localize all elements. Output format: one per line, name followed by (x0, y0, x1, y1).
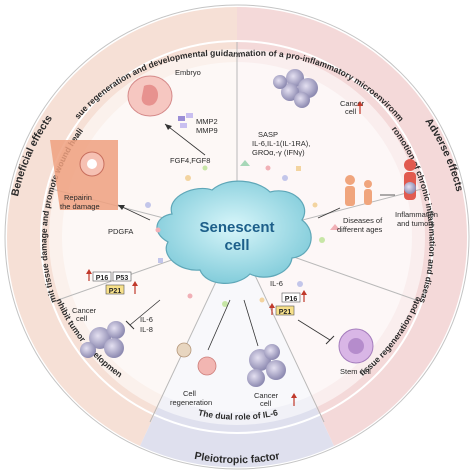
regen-cells (176, 342, 217, 376)
cancer-cell-bottom-2: cell (260, 399, 272, 408)
sasp-line1: IL-6,IL-1(IL-1RA), (252, 139, 310, 148)
sasp-particles (145, 160, 340, 307)
cancer-cell-bottom-1: Cancer (254, 391, 279, 400)
tumor-bottom (247, 344, 286, 387)
sasp-line2: GROα,-γ (IFNγ) (252, 148, 305, 157)
mmp-icon (178, 113, 193, 128)
repair-label-1: Repairin (64, 193, 92, 202)
inflam-label-1: Inflammation (395, 210, 438, 219)
arrow-fgf-embryo (164, 123, 206, 156)
repair-label-2: the damage (60, 202, 100, 211)
cell-regen-label-2: regeneration (170, 398, 212, 407)
mmp9-label: MMP9 (196, 126, 218, 135)
inflam-label-2: and tumors (397, 219, 435, 228)
embryo-figure (127, 75, 173, 117)
p21-right: P21 (279, 309, 292, 316)
diseases-label-2: different ages (337, 225, 383, 234)
arrow-diseases (317, 207, 341, 219)
p16-right: P16 (285, 296, 298, 303)
embryo-label: Embryo (175, 68, 201, 77)
il6-right: IL-6 (270, 279, 283, 288)
p-markers-left (86, 269, 138, 295)
il8-left: IL-8 (140, 325, 153, 334)
dual-il6-label: The dual role of IL-6 (197, 407, 279, 421)
wound-tissue (50, 140, 118, 210)
il6-left: IL-6 (140, 315, 153, 324)
fgf-label: FGF4,FGF8 (170, 156, 210, 165)
stem-cell-icon (338, 328, 374, 364)
cancer-cell-top-label: Cancer (340, 99, 365, 108)
cancer-cell-top-label2: cell (345, 107, 357, 116)
tumor-person (404, 159, 416, 200)
cancer-cell-left-1: Cancer (72, 306, 97, 315)
p16-left: P16 (96, 275, 109, 282)
inhibit-line-left (129, 299, 161, 326)
p-markers-right (269, 290, 307, 316)
tumor-left (80, 321, 125, 358)
tumor-top (273, 69, 318, 108)
cell-regen-label-1: Cell (183, 389, 196, 398)
p21-left: P21 (109, 288, 122, 295)
sasp-label: SASP (258, 130, 278, 139)
arrow-regen (207, 299, 231, 351)
p53-left: P53 (116, 275, 129, 282)
stem-cell-label: Stem cell (340, 367, 371, 376)
inhibit-line-right (297, 319, 331, 341)
pdgfa-label: PDGFA (108, 227, 133, 236)
cancer-cell-left-2: cell (76, 314, 88, 323)
mmp2-label: MMP2 (196, 117, 218, 126)
center-title-2: cell (224, 237, 249, 254)
senescent-cell: Senescent cell (156, 180, 312, 284)
people-icons (345, 175, 372, 206)
center-title-1: Senescent (199, 219, 274, 236)
diseases-label-1: Diseases of (343, 216, 383, 225)
pleiotropic-factor-label: Pleiotropic factor (193, 450, 280, 466)
arrow-cancer-bottom (243, 299, 259, 347)
